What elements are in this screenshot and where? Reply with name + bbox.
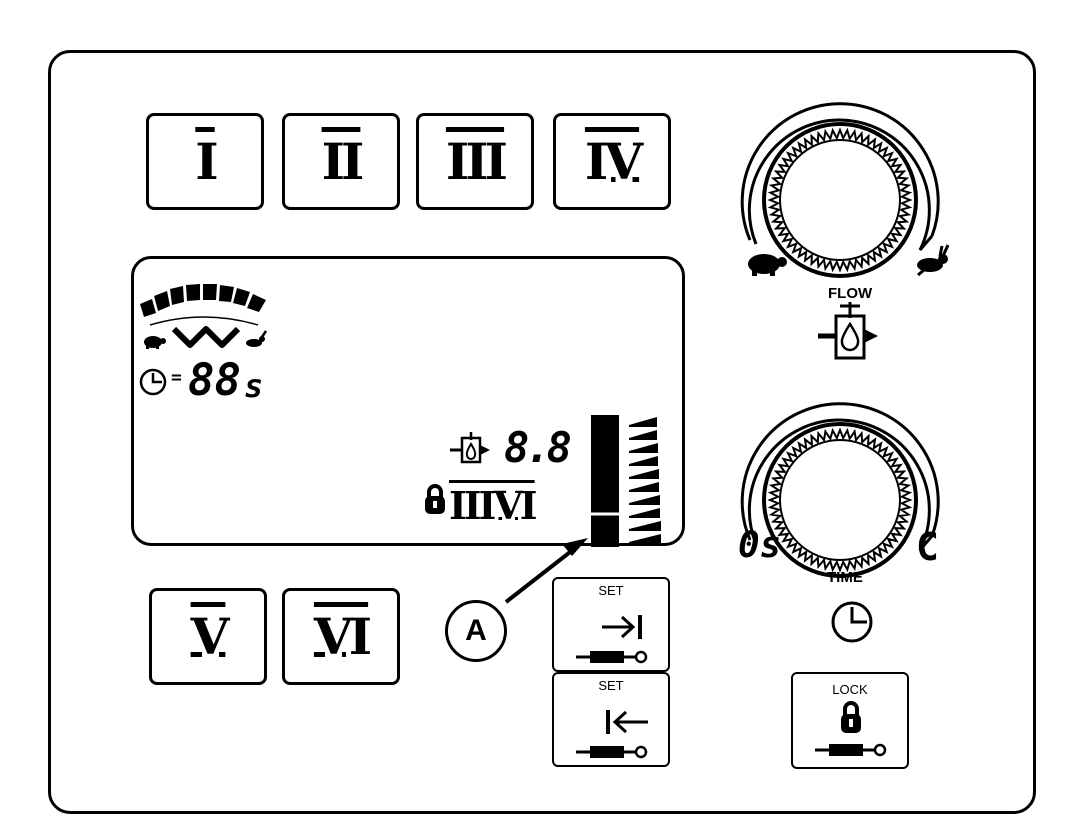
tortoise-icon: [748, 254, 787, 276]
wave-icon: [171, 326, 241, 348]
time-label: TIME: [827, 569, 863, 586]
lock-label: LOCK: [832, 682, 868, 697]
clock-icon: [831, 601, 873, 643]
program-button-6-label: VI: [313, 607, 372, 666]
bargraph-column: [591, 415, 619, 547]
set-in-label: SET: [598, 583, 624, 598]
flow-valve-icon: [450, 432, 490, 464]
program-button-1[interactable]: I: [146, 113, 264, 210]
time-min-label: 0s: [738, 525, 782, 566]
knob-scale-outer: [740, 102, 940, 241]
time-max-label: C: [916, 525, 939, 569]
speed-arc-segments: [140, 284, 266, 326]
arrow-to-bar-icon: [602, 615, 642, 639]
bargraph-tick: [629, 417, 657, 427]
hare-icon: [246, 330, 268, 347]
bargraph-tick: [629, 443, 658, 453]
bargraph-tick: [629, 521, 661, 531]
bargraph-tick: [629, 495, 660, 505]
control-panel: [48, 50, 1036, 814]
timer-value: 88: [188, 355, 241, 406]
knob-scale-inner: [747, 418, 934, 551]
knob-cap: [779, 439, 901, 561]
tortoise-icon: [144, 336, 166, 349]
knob-scale-outer: [740, 402, 940, 541]
flow-label: FLOW: [828, 285, 873, 302]
bargraph-tick: [629, 430, 657, 440]
program-button-2-label: II: [321, 132, 365, 191]
program-button-2[interactable]: II: [282, 113, 400, 210]
flow-value: 8.8: [504, 423, 572, 472]
bargraph-tick: [629, 469, 659, 479]
timer-equals: =: [171, 367, 182, 388]
program-indicator: IIIVI: [449, 483, 538, 528]
knob-outer-ring: [762, 422, 918, 578]
callout-label: A: [465, 614, 487, 647]
timer-unit: s: [244, 367, 264, 405]
program-button-4-label: IV: [584, 132, 643, 191]
program-button-5-label: V: [190, 607, 230, 666]
knob-outer-ring: [762, 122, 918, 278]
cylinder-icon: [815, 743, 887, 757]
program-button-3-label: III: [445, 132, 508, 191]
program-button-6[interactable]: VI: [282, 588, 400, 685]
time-knob[interactable]: [740, 400, 980, 600]
arrow-from-bar-icon: [606, 710, 648, 734]
program-button-3[interactable]: III: [416, 113, 534, 210]
cylinder-icon: [576, 745, 648, 759]
flow-knob[interactable]: [740, 100, 980, 300]
set-out-label: SET: [598, 678, 624, 693]
lock-icon: [425, 484, 445, 514]
program-button-4[interactable]: IV: [553, 113, 671, 210]
lock-button[interactable]: LOCK: [791, 672, 909, 769]
level-bargraph: [591, 415, 661, 547]
lcd-display: = 88 s 8.8 IIIVI: [131, 256, 685, 547]
hare-icon: [917, 244, 950, 277]
set-out-button[interactable]: SET: [552, 672, 670, 767]
program-button-5[interactable]: V: [149, 588, 267, 685]
callout-circle: A: [445, 600, 507, 662]
clock-icon: [139, 368, 167, 396]
knob-cap: [779, 139, 901, 261]
set-in-button[interactable]: SET: [552, 577, 670, 672]
flow-valve-icon: [818, 302, 878, 360]
bargraph-tick: [629, 534, 661, 544]
cylinder-icon: [576, 650, 648, 664]
lock-icon: [841, 701, 861, 733]
bargraph-tick: [629, 482, 659, 492]
knob-scale-inner: [747, 118, 934, 251]
bargraph-tick: [629, 508, 660, 518]
bargraph-tick: [629, 456, 658, 466]
program-button-1-label: I: [195, 132, 218, 191]
